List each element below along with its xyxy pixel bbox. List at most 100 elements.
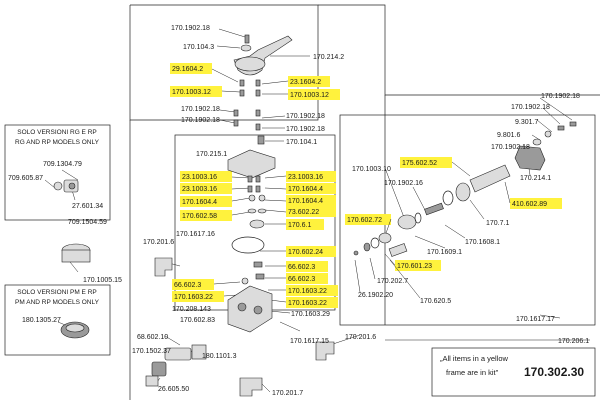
label-170-1902-18-a: 170.1902.18	[181, 106, 220, 113]
hl-170-602-58	[180, 210, 232, 221]
label-170-1902-18-r2: 170.1902.18	[511, 104, 550, 111]
kit-code: 170.302.30	[524, 365, 584, 379]
screw-top-part	[244, 34, 250, 44]
washer-202-7-part	[363, 242, 371, 252]
kit-highlights	[170, 63, 562, 308]
label-170-602-72: 170.602.72	[347, 217, 382, 224]
label-170-1603-22-l: 170.1603.22	[174, 294, 213, 301]
note-pm-rp-line1: SOLO VERSIONI PM E RP	[17, 289, 96, 296]
sleeve-part	[455, 182, 471, 202]
screw-b-part	[255, 109, 261, 117]
label-9-801-6: 9.801.6	[497, 132, 520, 139]
label-170-1617-17: 170.1617.17	[516, 316, 555, 323]
label-709-1304-79: 709.1304.79	[43, 161, 82, 168]
bushing-top-part	[240, 44, 252, 52]
ball-l-part	[241, 277, 249, 285]
label-66-602-3-r2: 66.602.3	[288, 276, 315, 283]
label-170-602-58: 170.602.58	[182, 213, 217, 220]
hl-23-1604-2	[288, 76, 330, 87]
spring-1-part	[247, 175, 253, 183]
elbow-201-7-part	[239, 377, 263, 397]
label-170-6-1: 170.6.1	[288, 222, 311, 229]
label-170-1003-10: 170.1003.10	[352, 166, 391, 173]
hl-410-602-89	[510, 198, 562, 209]
label-709-605-87: 709.605.87	[8, 175, 43, 182]
label-26-605-50: 26.605.50	[158, 386, 189, 393]
hl-170-602-24	[286, 246, 336, 257]
label-709-1504-59: 709.1504.59	[68, 219, 107, 226]
label-29-1604-2: 29.1604.2	[172, 66, 203, 73]
shaft-620-5-part	[388, 243, 408, 257]
nut-1502-37-part	[151, 361, 167, 377]
fitting-605-50-part	[145, 375, 159, 387]
hl-170-6-1	[286, 219, 324, 230]
label-170-1003-12-right: 170.1003.12	[290, 92, 329, 99]
label-23-1003-16-l1: 23.1003.16	[182, 174, 217, 181]
label-170-201-7: 170.201.7	[272, 390, 303, 397]
knob-part	[514, 145, 546, 171]
label-170-1902-18-d: 170.1902.18	[286, 126, 325, 133]
elbow-201-6b-part	[315, 341, 335, 361]
label-170-104-3: 170.104.3	[183, 44, 214, 51]
elbow-201-6-part	[154, 257, 173, 277]
model-notes: SOLO VERSIONI RG E RP RG AND RP MODELS O…	[15, 129, 100, 306]
label-170-1609-1: 170.1609.1	[427, 249, 462, 256]
port-1-part	[237, 302, 247, 312]
frame-right-group	[339, 114, 596, 326]
label-26-1902-20: 26.1902.20	[358, 292, 393, 299]
legend-line1: „All items in a yellow	[440, 354, 509, 363]
part-graphics	[53, 34, 577, 397]
frame-rg-rp-models	[4, 124, 111, 221]
hl-170-1603-22-l	[172, 291, 224, 302]
nut-104-1-part	[257, 135, 265, 145]
screw-d-part	[255, 123, 261, 131]
spring-left-part	[239, 89, 245, 97]
hl-23-1003-16-r	[286, 171, 336, 182]
note-pm-rp-line2: PM AND RP MODELS ONLY	[15, 299, 100, 306]
hl-170-601-23	[395, 260, 441, 271]
frame-top-right	[318, 4, 600, 96]
label-66-602-3-l: 66.602.3	[174, 282, 201, 289]
pin-right-part	[255, 79, 261, 87]
ball-1-part	[248, 194, 256, 202]
label-180-1101-3: 180.1101.3	[202, 353, 237, 360]
hl-23-1003-16-l2	[180, 183, 232, 194]
oring-2-part	[257, 208, 267, 214]
label-170-202-7: 170.202.7	[377, 278, 408, 285]
label-175-602-52: 175.602.52	[402, 160, 437, 167]
label-170-215-1: 170.215.1	[196, 151, 227, 158]
ring-inner-part	[65, 323, 85, 333]
label-180-1305-27: 180.1305.27	[22, 317, 61, 324]
label-23-1003-16-r: 23.1003.16	[288, 174, 323, 181]
label-170-1502-37: 170.1502.37	[132, 348, 171, 355]
hl-170-1604-4-l	[180, 196, 232, 207]
label-170-1603-22-r1: 170.1603.22	[288, 288, 327, 295]
kit-legend: „All items in a yellow frame are in kit"…	[440, 354, 584, 379]
label-170-7-1: 170.7.1	[486, 220, 509, 227]
washer-part	[544, 130, 552, 138]
adapter-1101-3-part	[191, 344, 207, 360]
label-170-1902-16: 170.1902.16	[384, 180, 423, 187]
label-170-104-1: 170.104.1	[286, 139, 317, 146]
label-170-1603-22-r2: 170.1603.22	[288, 300, 327, 307]
label-170-1604-4-r1: 170.1604.4	[288, 186, 323, 193]
part-labels: 170.1902.18 170.104.3 170.214.2 29.1604.…	[8, 25, 589, 397]
label-68-602-10: 68.602.10	[137, 334, 168, 341]
label-410-602-89: 410.602.89	[512, 201, 547, 208]
label-170-206-1: 170.206.1	[558, 338, 589, 345]
hl-73-602-22	[286, 206, 336, 217]
label-170-201-6-a: 170.201.6	[143, 239, 174, 246]
label-23-1003-16-l2: 23.1003.16	[182, 186, 217, 193]
pin-left-part	[239, 79, 245, 87]
legend-line2: frame are in kit"	[446, 368, 499, 377]
label-170-1604-4-l: 170.1604.4	[182, 199, 217, 206]
spring-1902-16-part	[424, 202, 444, 216]
hl-29-1604-2	[170, 63, 212, 74]
hl-170-1604-4-r2	[286, 195, 336, 206]
label-66-602-3-r1: 66.602.3	[288, 264, 315, 271]
tube-7-1-part	[469, 164, 511, 193]
frame-cap-outline	[129, 4, 319, 121]
lever-base-part	[234, 56, 266, 72]
hl-66-602-3-r1	[286, 261, 328, 272]
